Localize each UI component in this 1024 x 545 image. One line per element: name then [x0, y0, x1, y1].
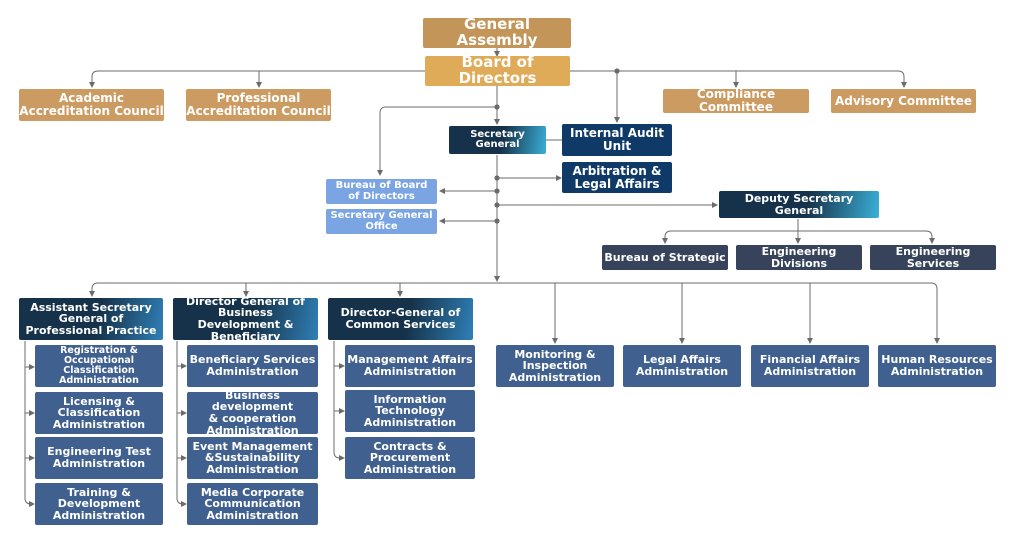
internal-audit-label: Internal Audit Unit: [569, 126, 664, 153]
academic-council-box: Academic Accreditation Council: [19, 89, 164, 121]
media-communication-label: Media Corporate Communication Administra…: [200, 485, 305, 522]
board-of-directors-label: Board of Directors: [458, 53, 537, 87]
arbitration-legal-label: Arbitration & Legal Affairs: [572, 163, 662, 191]
dg-business-label: Director General of Business Development…: [186, 294, 305, 343]
secretary-general-box: Secretary General: [449, 126, 546, 154]
business-development-box: Business development & cooperation Admin…: [187, 388, 318, 437]
engineering-divisions-label: Engineering Divisions: [761, 244, 837, 270]
contracts-procurement-label: Contracts & Procurement Administration: [363, 439, 457, 476]
engineering-services-box: Engineering Services: [870, 245, 996, 270]
information-technology-box: Information Technology Administration: [345, 390, 475, 432]
internal-audit-box: Internal Audit Unit: [562, 124, 672, 156]
dg-business-box: Director General of Business Development…: [173, 294, 318, 343]
licensing-classification-label: Licensing & Classification Administratio…: [52, 394, 146, 431]
engineering-test-label: Engineering Test Administration: [47, 445, 151, 470]
event-management-box: Event Management &Sustainability Adminis…: [187, 437, 318, 479]
compliance-committee-label: Compliance Committee: [696, 87, 776, 114]
deputy-secretary-general-box: Deputy Secretary General: [719, 191, 879, 218]
event-management-label: Event Management &Sustainability Adminis…: [192, 439, 313, 476]
information-technology-label: Information Technology Administration: [363, 392, 457, 429]
beneficiary-services-box: Beneficiary Services Administration: [187, 345, 318, 387]
training-development-box: Training & Development Administration: [35, 483, 163, 525]
monitoring-label: Monitoring & Inspection Administration: [508, 347, 602, 384]
financial-affairs-box: Financial Affairs Administration: [751, 345, 869, 387]
general-assembly-box: General Assembly: [423, 15, 571, 49]
board-of-directors-box: Board of Directors: [425, 53, 570, 87]
engineering-test-box: Engineering Test Administration: [35, 437, 163, 479]
compliance-committee-box: Compliance Committee: [663, 87, 809, 114]
engineering-divisions-box: Engineering Divisions: [736, 245, 862, 270]
asg-professional-box: Assistant Secretary General of Professio…: [19, 298, 163, 340]
management-affairs-box: Management Affairs Administration: [345, 345, 475, 387]
dg-common-label: Director-General of Common Services: [340, 306, 461, 331]
advisory-committee-box: Advisory Committee: [831, 89, 976, 113]
media-communication-box: Media Corporate Communication Administra…: [187, 483, 318, 525]
management-affairs-label: Management Affairs Administration: [347, 353, 473, 378]
secretary-general-label: Secretary General: [470, 128, 525, 150]
registration-classification-box: Registration & Occupational Classificati…: [35, 345, 163, 387]
bureau-strategic-box: Bureau of Strategic: [602, 245, 728, 270]
sg-office-box: Secretary General Office: [326, 209, 437, 234]
monitoring-box: Monitoring & Inspection Administration: [496, 345, 614, 387]
asg-professional-label: Assistant Secretary General of Professio…: [25, 300, 157, 337]
dg-common-box: Director-General of Common Services: [328, 298, 473, 340]
human-resources-label: Human Resources Administration: [881, 353, 993, 378]
sg-office-label: Secretary General Office: [330, 210, 433, 232]
contracts-procurement-box: Contracts & Procurement Administration: [345, 437, 475, 479]
advisory-committee-label: Advisory Committee: [834, 93, 973, 108]
engineering-services-label: Engineering Services: [895, 244, 971, 270]
human-resources-box: Human Resources Administration: [878, 345, 996, 387]
training-development-label: Training & Development Administration: [52, 485, 146, 522]
registration-classification-label: Registration & Occupational Classificati…: [59, 345, 139, 386]
licensing-classification-box: Licensing & Classification Administratio…: [35, 392, 163, 434]
legal-affairs-box: Legal Affairs Administration: [623, 345, 741, 387]
academic-council-label: Academic Accreditation Council: [19, 91, 164, 118]
bureau-board-box: Bureau of Board of Directors: [326, 179, 437, 204]
bureau-strategic-label: Bureau of Strategic: [604, 250, 726, 264]
professional-council-label: Professional Accreditation Council: [186, 91, 331, 118]
general-assembly-label: General Assembly: [456, 15, 538, 49]
professional-council-box: Professional Accreditation Council: [186, 89, 331, 121]
deputy-secretary-general-label: Deputy Secretary General: [744, 191, 854, 217]
business-development-label: Business development & cooperation Admin…: [206, 388, 299, 437]
legal-affairs-label: Legal Affairs Administration: [635, 353, 729, 378]
arbitration-legal-box: Arbitration & Legal Affairs: [562, 162, 672, 193]
beneficiary-services-label: Beneficiary Services Administration: [189, 353, 316, 378]
bureau-board-label: Bureau of Board of Directors: [335, 180, 428, 202]
financial-affairs-label: Financial Affairs Administration: [759, 353, 861, 378]
